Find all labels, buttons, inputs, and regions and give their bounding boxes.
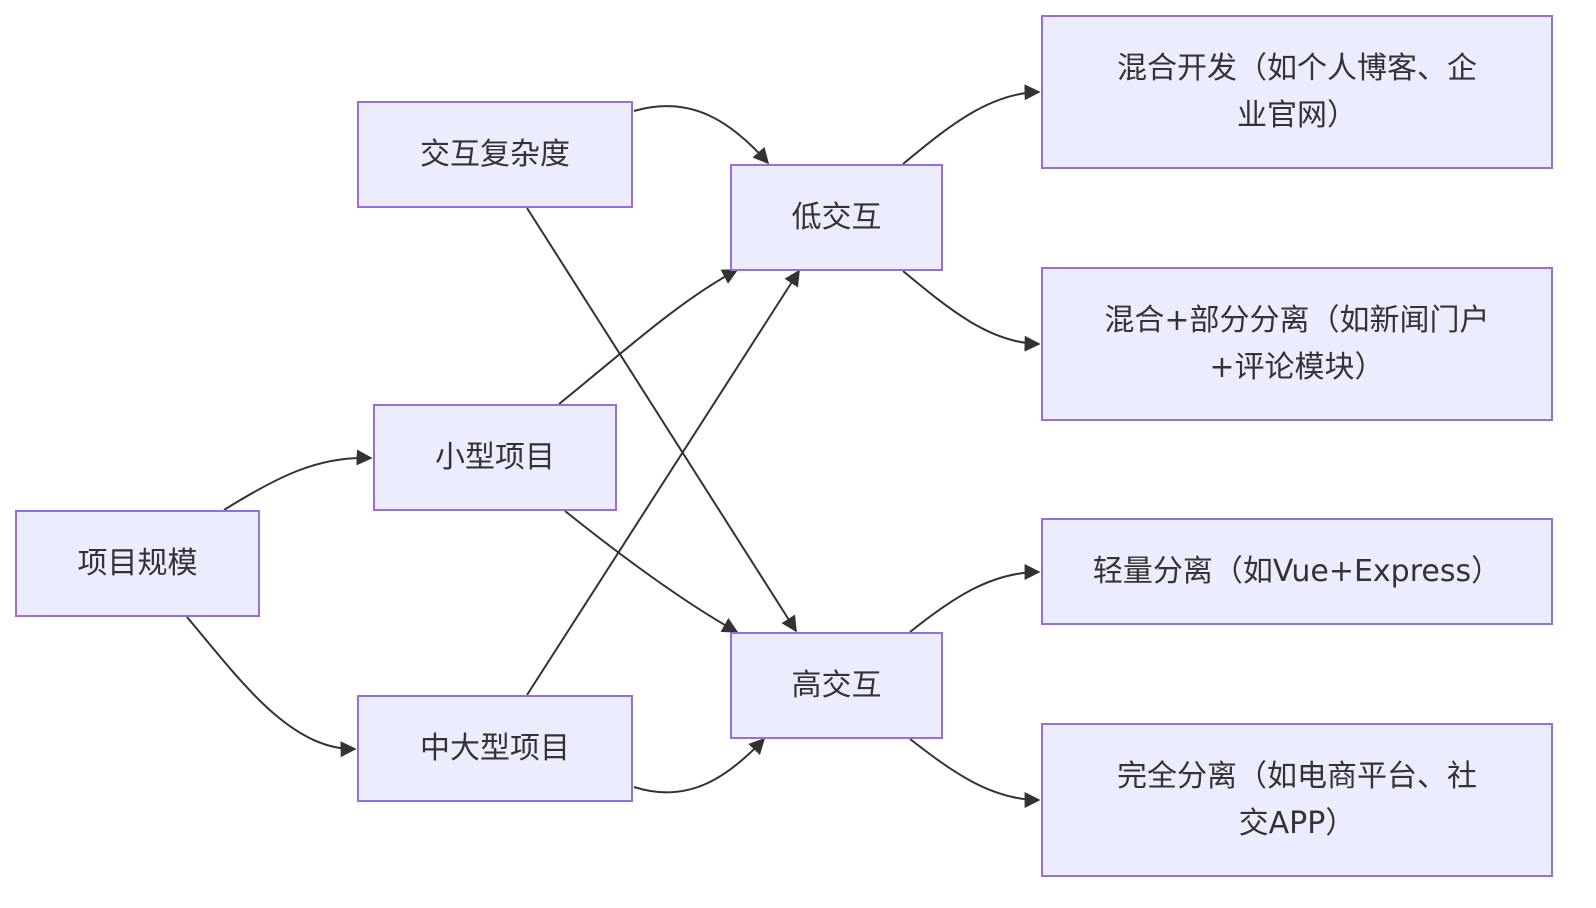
- node-label: 中大型项目: [420, 731, 570, 766]
- node-label: 低交互: [791, 200, 882, 235]
- edge-small-to-high: [564, 510, 739, 633]
- node-label: 混合+部分分离（如新闻门户+评论模块）: [1104, 303, 1490, 385]
- node-label: 完全分离（如电商平台、社交APP）: [1117, 759, 1477, 841]
- edge-low-to-r1: [902, 84, 1041, 165]
- edge-complex-to-low: [633, 105, 770, 165]
- node-label: 高交互: [791, 668, 882, 703]
- edge-high-to-r3: [909, 564, 1041, 633]
- edge-small-to-low: [558, 269, 739, 405]
- node-hybrid-dev: 混合开发（如个人博客、企业官网）: [1041, 15, 1553, 169]
- node-high-interaction: 高交互: [730, 632, 943, 739]
- edge-scale-to-large: [186, 616, 357, 758]
- edge-scale-to-small: [223, 449, 373, 511]
- edge-large-to-high: [633, 737, 766, 794]
- node-small-project: 小型项目: [373, 404, 617, 511]
- node-label: 小型项目: [435, 440, 555, 475]
- edge-low-to-r2: [902, 270, 1041, 352]
- node-full-separation: 完全分离（如电商平台、社交APP）: [1041, 723, 1553, 877]
- node-label: 交互复杂度: [420, 137, 570, 172]
- node-hybrid-partial-separation: 混合+部分分离（如新闻门户+评论模块）: [1041, 267, 1553, 421]
- node-medium-large-project: 中大型项目: [357, 695, 633, 802]
- node-label: 项目规模: [77, 546, 198, 581]
- node-project-scale: 项目规模: [15, 510, 260, 617]
- node-interaction-complexity: 交互复杂度: [357, 101, 633, 208]
- node-light-separation: 轻量分离（如Vue+Express）: [1041, 518, 1553, 625]
- edge-complex-to-high: [526, 207, 797, 633]
- edge-high-to-r4: [909, 738, 1041, 808]
- node-label: 轻量分离（如Vue+Express）: [1092, 554, 1502, 589]
- node-label: 混合开发（如个人博客、企业官网）: [1117, 51, 1477, 133]
- edge-large-to-low: [526, 269, 800, 696]
- node-low-interaction: 低交互: [730, 164, 943, 271]
